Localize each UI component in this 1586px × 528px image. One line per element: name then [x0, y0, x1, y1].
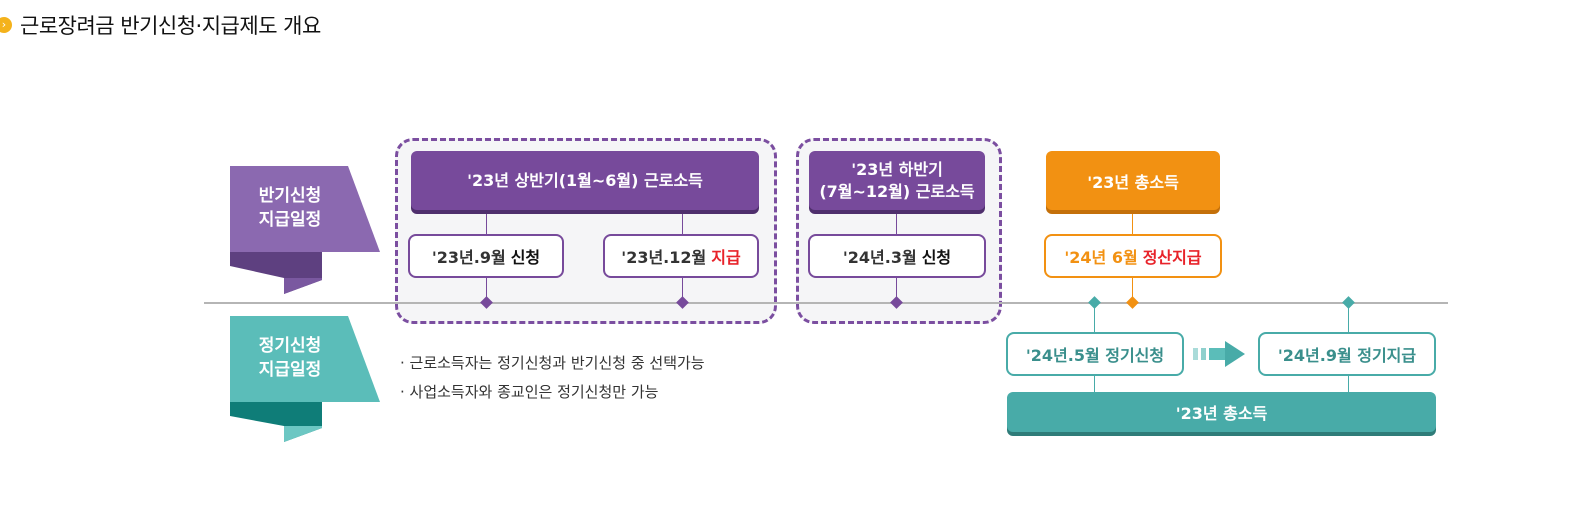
connector-line [486, 214, 487, 234]
connector-line [1132, 278, 1133, 302]
note-item: · 사업소득자와 종교인은 정기신청만 가능 [400, 383, 659, 401]
chevron-right-icon: › [0, 17, 12, 33]
regular-pay-label: '24년.9월 정기지급 [1277, 346, 1417, 365]
connector-line [1094, 376, 1095, 392]
second-half-apply-date: '24년.3월 [842, 248, 917, 267]
regular-apply-label: '24년.5월 정기신청 [1025, 346, 1165, 365]
settle-pay-date: '24년 6월 [1064, 248, 1138, 267]
settle-pay-pill: '24년 6월 정산지급 [1044, 234, 1222, 278]
second-half-income-box: '23년 하반기 (7월~12월) 근로소득 [809, 151, 985, 210]
first-half-income-label: '23년 상반기(1월~6월) 근로소득 [467, 170, 703, 190]
connector-line [896, 278, 897, 302]
ribbon-regular-label-2: 지급일정 [258, 360, 322, 380]
regular-pay-pill: '24년.9월 정기지급 [1258, 332, 1436, 376]
first-half-pay-date: '23년.12월 [621, 248, 707, 267]
arrow-right-icon [1193, 341, 1249, 371]
regular-total-income-box: '23년 총소득 [1007, 392, 1436, 432]
connector-line [896, 214, 897, 234]
regular-total-income-label: '23년 총소득 [1175, 404, 1268, 423]
first-half-apply-date: '23년.9월 [431, 248, 506, 267]
settle-pay-action: 정산지급 [1142, 248, 1202, 267]
first-half-apply-pill: '23년.9월 신청 [408, 234, 564, 278]
connector-line [1348, 306, 1349, 332]
regular-apply-pill: '24년.5월 정기신청 [1006, 332, 1184, 376]
second-half-apply-action: 신청 [921, 248, 952, 267]
ribbon-half-schedule: 반기신청 지급일정 [230, 166, 380, 296]
total-income-label: '23년 총소득 [1087, 172, 1179, 192]
timeline-axis [204, 302, 1448, 304]
ribbon-regular-label-1: 정기신청 [258, 336, 322, 356]
first-half-apply-action: 신청 [510, 248, 541, 267]
connector-line [1132, 214, 1133, 234]
ribbon-half-shape [230, 166, 380, 294]
ribbon-regular-shape [230, 316, 380, 442]
ribbon-regular-schedule: 정기신청 지급일정 [230, 316, 380, 446]
ribbon-half-label-1: 반기신청 [258, 186, 322, 206]
connector-line [682, 214, 683, 234]
connector-line [1348, 376, 1349, 392]
page-title: 근로장려금 반기신청·지급제도 개요 [20, 14, 321, 38]
first-half-pay-action: 지급 [711, 248, 741, 267]
second-half-income-label-1: '23년 하반기 [851, 159, 943, 179]
first-half-income-box: '23년 상반기(1월~6월) 근로소득 [411, 151, 759, 210]
connector-line [1094, 306, 1095, 332]
note-item: · 근로소득자는 정기신청과 반기신청 중 선택가능 [400, 354, 705, 372]
connector-line [682, 278, 683, 302]
timeline-marker [1126, 296, 1139, 309]
total-income-box: '23년 총소득 [1046, 151, 1220, 210]
second-half-apply-pill: '24년.3월 신청 [808, 234, 986, 278]
second-half-income-label-2: (7월~12월) 근로소득 [819, 181, 975, 201]
connector-line [486, 278, 487, 302]
page-header: › 근로장려금 반기신청·지급제도 개요 [0, 10, 321, 40]
first-half-pay-pill: '23년.12월 지급 [603, 234, 759, 278]
ribbon-half-label-2: 지급일정 [258, 210, 322, 230]
